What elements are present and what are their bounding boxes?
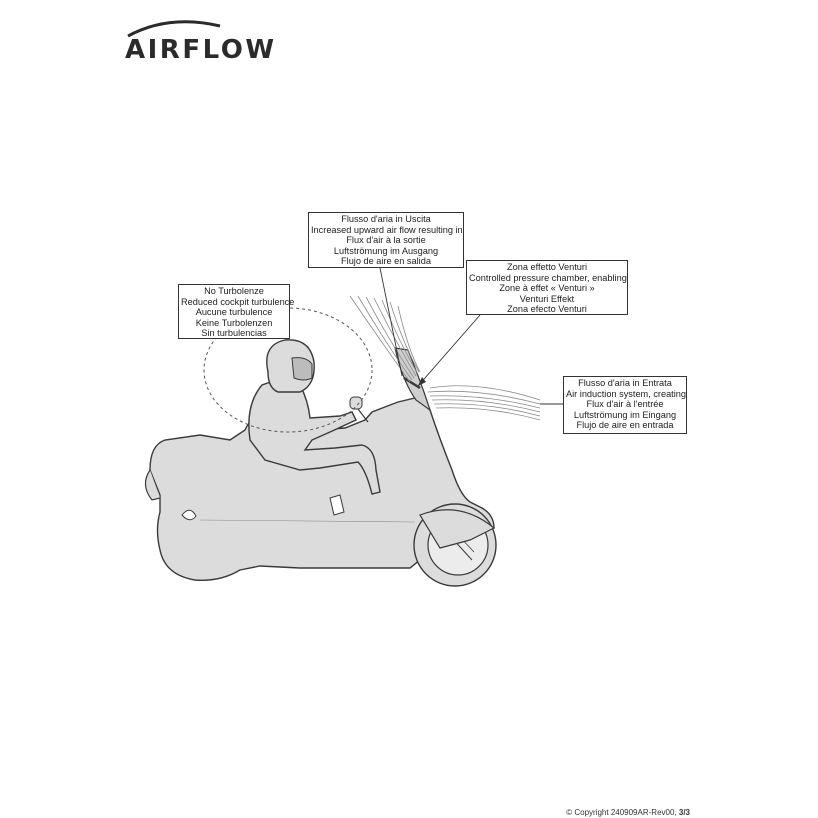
venturi-line-de: Venturi Effekt: [519, 293, 575, 304]
copyright-footer: © Copyright 240909AR-Rev00, 3/3: [566, 808, 690, 817]
venturi-line-es: Zona efecto Venturi: [507, 304, 587, 315]
outflow-line-fr: Flux d'air à la sortie: [346, 235, 426, 246]
inflow-lines: [427, 385, 541, 421]
venturi-line-it: Zona effetto Venturi: [506, 262, 588, 272]
turbulence-line-fr: Aucune turbulence: [195, 307, 273, 318]
page-number: 3/3: [678, 808, 690, 817]
venturi-leader: [417, 314, 481, 387]
outflow-lines: [349, 295, 421, 383]
outflow-leader: [379, 267, 403, 377]
copyright-text: © Copyright 240909AR-Rev00,: [566, 808, 677, 817]
venturi-line-en: Controlled pressure chamber, enabling: [469, 272, 627, 283]
outflow-label-box: Flusso d'aria in Uscita Increased upward…: [308, 212, 464, 268]
inflow-line-fr: Flux d'air à l'entrée: [586, 399, 664, 410]
turbulence-line-es: Sin turbulencias: [201, 328, 267, 339]
outflow-line-en: Increased upward air flow resulting in: [311, 224, 463, 235]
turbulence-line-en: Reduced cockpit turbulence: [181, 296, 295, 307]
outflow-line-it: Flusso d'aria in Uscita: [341, 214, 431, 224]
logo-arc-icon: [127, 20, 221, 38]
venturi-line-fr: Zone à effet « Venturi »: [499, 283, 595, 294]
rider-icon: [248, 339, 381, 495]
turbulence-line-de: Keine Turbolenzen: [195, 317, 273, 328]
inflow-line-es: Flujo de aire en entrada: [576, 420, 674, 431]
inflow-label-box: Flusso d'aria in Entrata Air induction s…: [563, 376, 687, 434]
inflow-line-en: Air induction system, creating: [566, 388, 686, 399]
airflow-logo: AIRFLOW: [124, 20, 274, 63]
turbulence-line-it: No Turbolenze: [204, 286, 264, 296]
outflow-line-de: Luftströmung im Ausgang: [333, 245, 439, 256]
turbulence-label-box: No Turbolenze Reduced cockpit turbulence…: [178, 284, 295, 339]
inflow-line-it: Flusso d'aria in Entrata: [578, 378, 672, 388]
inflow-line-de: Luftströmung im Eingang: [573, 409, 677, 420]
logo-text: AIRFLOW: [125, 35, 277, 65]
turbulence-zone: [203, 307, 373, 433]
venturi-label-box: Zona effetto Venturi Controlled pressure…: [466, 260, 628, 315]
outflow-line-es: Flujo de aire en salida: [341, 256, 431, 267]
